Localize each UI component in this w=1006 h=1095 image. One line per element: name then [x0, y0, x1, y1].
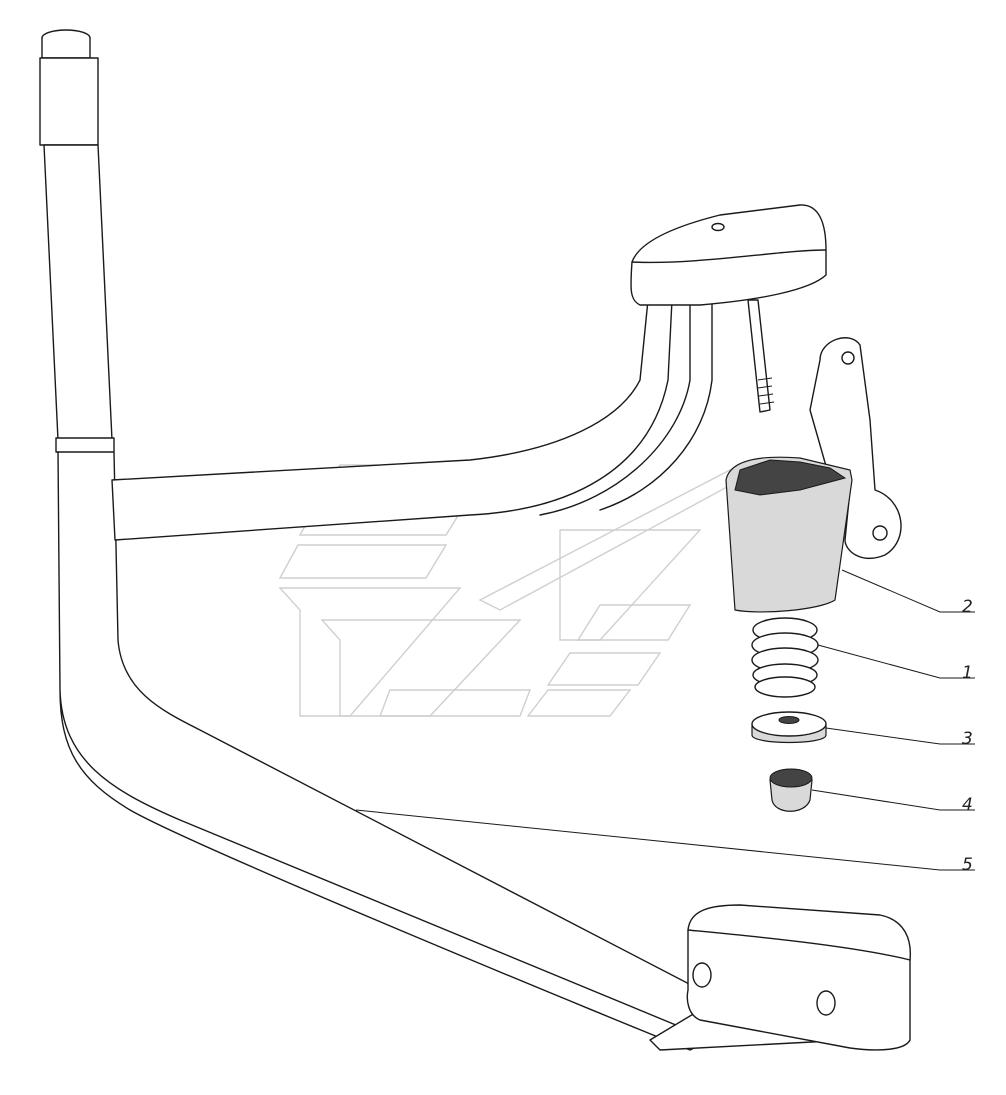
washer-part-3 — [751, 711, 827, 744]
bracket-part-2 — [725, 337, 902, 613]
callout-3: 3 — [962, 729, 973, 749]
callout-2: 2 — [962, 597, 973, 617]
callout-5: 5 — [962, 855, 973, 875]
cap-nut-part-4 — [769, 768, 813, 812]
bent-rod-part-5 — [39, 29, 851, 1051]
callout-1: 1 — [962, 663, 973, 683]
upper-pedal-pad — [630, 204, 827, 413]
lower-pedal-pad — [686, 904, 912, 1051]
callout-4: 4 — [962, 795, 973, 815]
spring-part-1 — [751, 617, 819, 698]
leader-lines — [355, 569, 975, 871]
